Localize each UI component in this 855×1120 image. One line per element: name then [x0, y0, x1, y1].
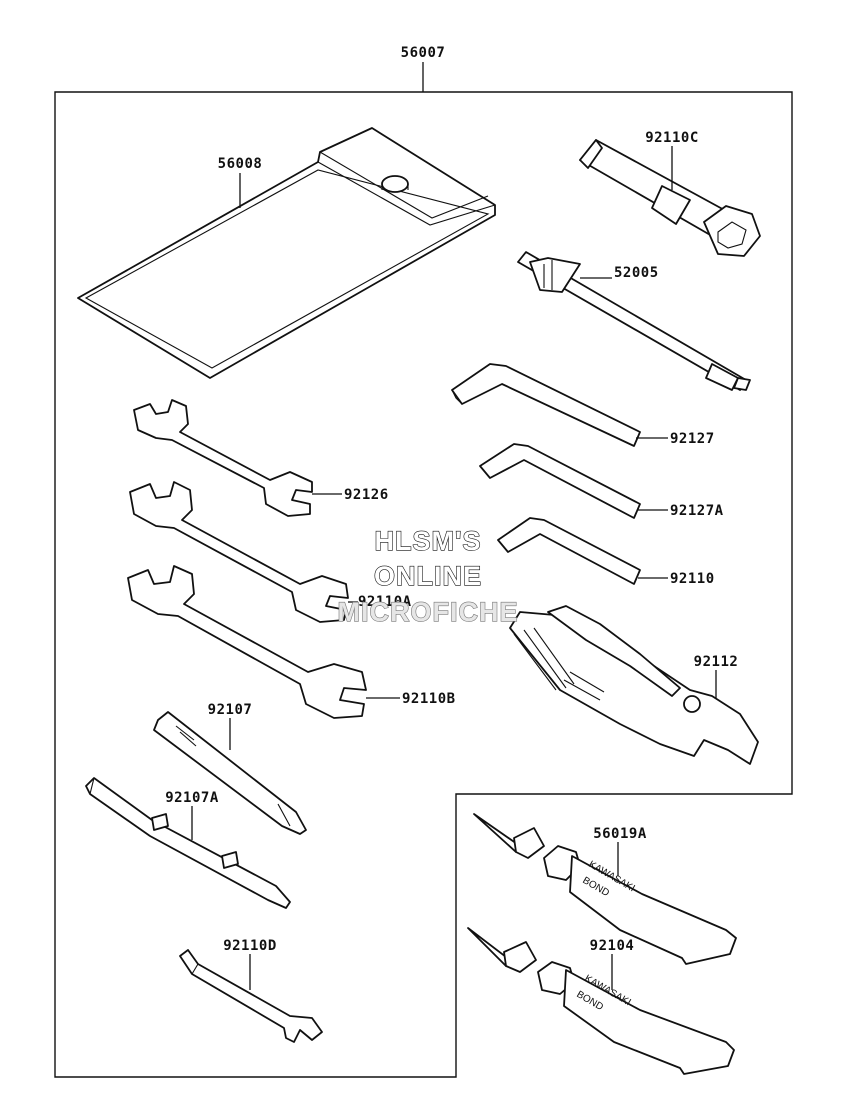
- part-label-56019A[interactable]: 56019A: [593, 826, 647, 842]
- part-label-92107A[interactable]: 92107A: [165, 790, 219, 806]
- part-label-92112[interactable]: 92112: [694, 654, 739, 670]
- part-label-92110C[interactable]: 92110C: [645, 130, 699, 146]
- part-label-92126[interactable]: 92126: [344, 487, 389, 503]
- part-label-92110[interactable]: 92110: [670, 571, 715, 587]
- part-label-52005[interactable]: 52005: [614, 265, 659, 281]
- watermark-line-3: MICROFICHE: [338, 597, 519, 627]
- spoke-wrench-92110D[interactable]: [179, 949, 323, 1043]
- hex-key-92127A[interactable]: [479, 443, 641, 519]
- part-label-92110B[interactable]: 92110B: [402, 691, 456, 707]
- part-label-92104[interactable]: 92104: [590, 938, 635, 954]
- part-label-92127[interactable]: 92127: [670, 431, 715, 447]
- bond-tube-92104[interactable]: KAWASAKI BOND: [467, 927, 735, 1075]
- assembly-frame: [54, 91, 793, 1078]
- handle-52005[interactable]: [517, 251, 751, 391]
- part-label-92127A[interactable]: 92127A: [670, 503, 724, 519]
- box-wrench-92110C[interactable]: [579, 139, 761, 257]
- part-label-92110A[interactable]: 92110A: [358, 594, 412, 610]
- watermark-line-1: HLSM'S: [375, 526, 482, 556]
- part-label-92110D[interactable]: 92110D: [223, 938, 277, 954]
- screwdriver-bit-92107[interactable]: [153, 711, 307, 835]
- open-wrench-92110B[interactable]: [127, 565, 367, 719]
- open-wrench-92110A[interactable]: [129, 481, 349, 623]
- hex-key-92110[interactable]: [497, 517, 641, 585]
- watermark-line-2: ONLINE: [374, 561, 482, 591]
- assembly-number-label[interactable]: 56007: [401, 45, 446, 61]
- pliers-92112[interactable]: [509, 605, 759, 765]
- part-label-56008[interactable]: 56008: [218, 156, 263, 172]
- part-label-92107[interactable]: 92107: [208, 702, 253, 718]
- hex-key-92127[interactable]: [451, 363, 641, 447]
- tool-bag-56008[interactable]: [77, 127, 496, 379]
- screwdriver-92107A[interactable]: [85, 777, 291, 909]
- open-wrench-92126[interactable]: [133, 399, 313, 517]
